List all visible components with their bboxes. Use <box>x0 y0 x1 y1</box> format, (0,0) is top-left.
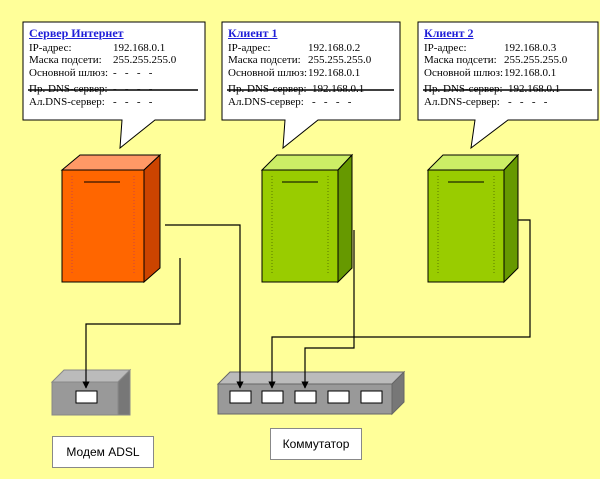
switch-port <box>360 390 383 404</box>
link-server-switch <box>165 224 244 389</box>
switch-port <box>261 390 284 404</box>
client1-title: Клиент 1 <box>228 26 278 40</box>
server-tower-icon <box>60 153 162 284</box>
mask-label: Маска подсети: <box>228 54 301 66</box>
callout-client1-text: Клиент 1 IP-адрес: 192.168.0.2 Маска подс… <box>228 27 396 108</box>
server-title: Сервер Интернет <box>29 26 124 40</box>
link-client1-switch <box>301 230 355 389</box>
mask-value: 255.255.255.0 <box>504 54 568 66</box>
modem-label: Модем ADSL <box>52 436 154 468</box>
gateway-value: 192.168.0.1 <box>504 66 557 79</box>
mask-label: Маска подсети: <box>29 54 102 66</box>
client1-tower-icon <box>260 153 354 284</box>
switch-port <box>294 390 317 404</box>
switch-port <box>229 390 252 404</box>
gateway-value: - - - - <box>113 66 153 79</box>
dns-primary-label: Пр. DNS-сервер: <box>424 83 503 95</box>
switch-device-icon <box>216 370 406 416</box>
callout-client2-text: Клиент 2 IP-адрес: 192.168.0.3 Маска подс… <box>424 27 594 108</box>
link-client2-switch <box>268 219 531 389</box>
modem-port <box>75 390 98 404</box>
callout-client2 <box>417 21 599 150</box>
gateway-label: Основной шлюз: <box>228 66 308 79</box>
mask-value: 255.255.255.0 <box>113 54 177 66</box>
client2-tower-icon <box>426 153 520 284</box>
dns-primary-value: - - - - <box>113 83 153 95</box>
switch-port <box>327 390 350 404</box>
dns-primary-label: Пр. DNS-сервер: <box>29 83 108 95</box>
ip-value: 192.168.0.1 <box>113 41 166 54</box>
modem-device-icon <box>50 368 132 416</box>
switch-label: Коммутатор <box>270 428 362 460</box>
ip-value: 192.168.0.3 <box>504 41 557 54</box>
dns-alt-value: - - - - <box>508 95 548 108</box>
dns-primary-label: Пр. DNS-сервер: <box>228 83 307 95</box>
dns-primary-value: 192.168.0.1 <box>312 83 365 95</box>
callout-server <box>22 21 206 150</box>
mask-value: 255.255.255.0 <box>308 54 372 66</box>
gateway-value: 192.168.0.1 <box>308 66 361 79</box>
dns-alt-label: Ал.DNS-сервер: <box>424 95 500 108</box>
gateway-label: Основной шлюз: <box>424 66 504 79</box>
ip-label: IP-адрес: <box>228 41 271 54</box>
gateway-label: Основной шлюз: <box>29 66 109 79</box>
dns-alt-label: Ал.DNS-сервер: <box>228 95 304 108</box>
ip-value: 192.168.0.2 <box>308 41 361 54</box>
ip-label: IP-адрес: <box>29 41 72 54</box>
client2-title: Клиент 2 <box>424 26 474 40</box>
ip-label: IP-адрес: <box>424 41 467 54</box>
link-server-modem <box>82 258 181 389</box>
callout-server-text: Сервер Интернет IP-адрес: 192.168.0.1 Мас… <box>29 27 201 108</box>
callout-client1 <box>221 21 401 150</box>
dns-alt-value: - - - - <box>312 95 352 108</box>
dns-primary-value: 192.168.0.1 <box>508 83 561 95</box>
dns-alt-label: Ал.DNS-сервер: <box>29 95 105 108</box>
dns-alt-value: - - - - <box>113 95 153 108</box>
mask-label: Маска подсети: <box>424 54 497 66</box>
